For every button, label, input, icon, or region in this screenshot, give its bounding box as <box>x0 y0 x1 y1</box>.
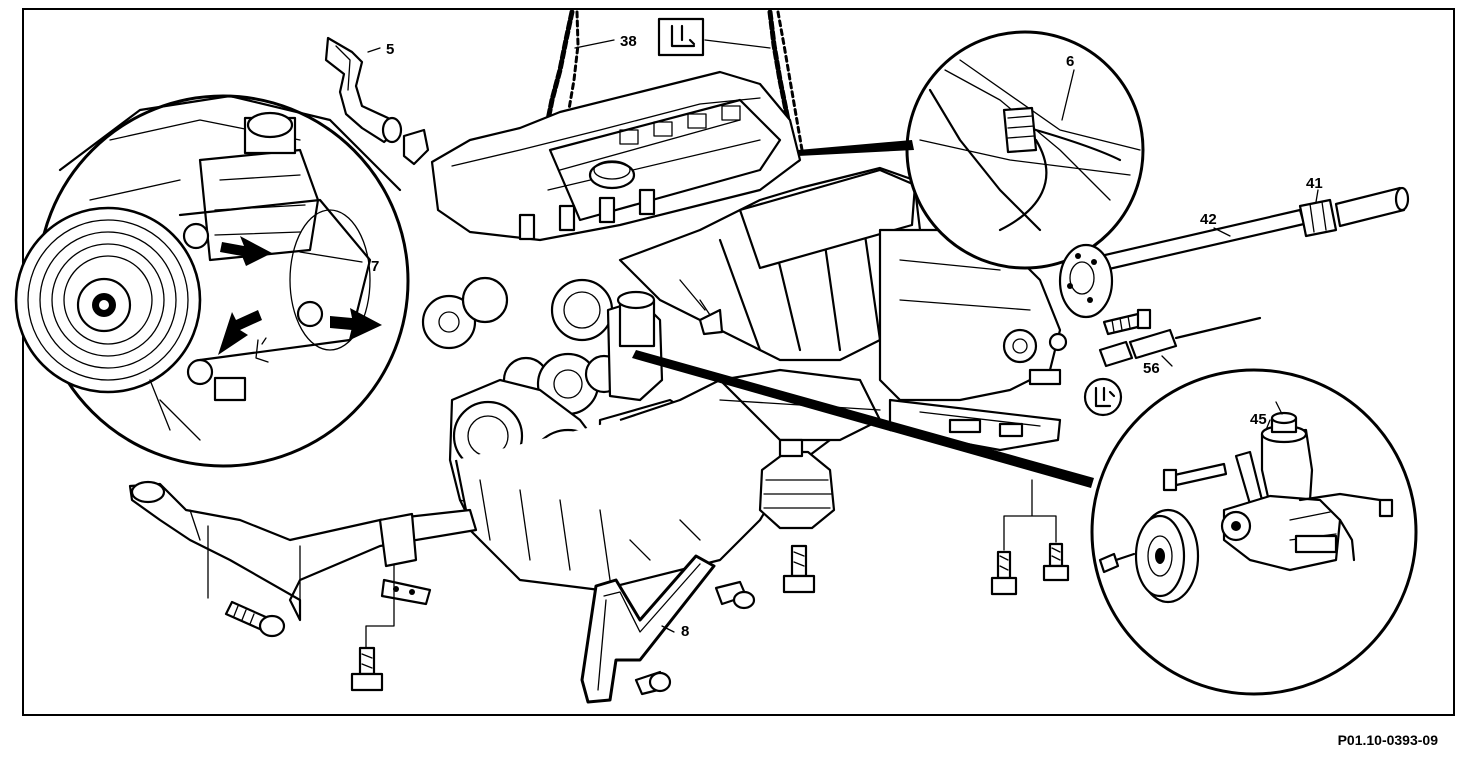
oil-pipe-assembly <box>128 480 478 692</box>
transmission-bolts <box>990 479 1070 596</box>
engine-assembly <box>421 70 1068 592</box>
callout-38: 38 <box>620 33 637 50</box>
pump-detail-circle-45 <box>632 350 1418 696</box>
torque-wrench-symbol-icon <box>1083 377 1123 417</box>
arrow-lower <box>218 310 262 355</box>
compressor-detail-circle <box>14 94 410 468</box>
figure-identifier: P01.10-0393-09 <box>1337 732 1438 748</box>
coolant-hose-5 <box>324 36 430 166</box>
callout-6: 6 <box>1066 53 1074 70</box>
sensor-detail-circle-6 <box>798 30 1145 270</box>
callout-7: 7 <box>371 258 379 275</box>
callout-8: 8 <box>681 623 689 640</box>
bolt-and-sensor-56 <box>1098 308 1262 368</box>
callout-41: 41 <box>1306 175 1323 192</box>
callout-45: 45 <box>1250 411 1267 428</box>
callout-5: 5 <box>386 41 394 58</box>
special-tool-symbol-icon <box>657 17 705 57</box>
callout-42: 42 <box>1200 211 1217 228</box>
lower-bolts <box>634 544 816 696</box>
propeller-shaft-41-42 <box>1058 186 1410 319</box>
callout-56: 56 <box>1143 360 1160 377</box>
arrow-upper <box>220 236 272 266</box>
drive-belt-8 <box>580 554 716 704</box>
diagram-frame <box>22 8 1455 716</box>
arrow-right <box>330 308 382 340</box>
